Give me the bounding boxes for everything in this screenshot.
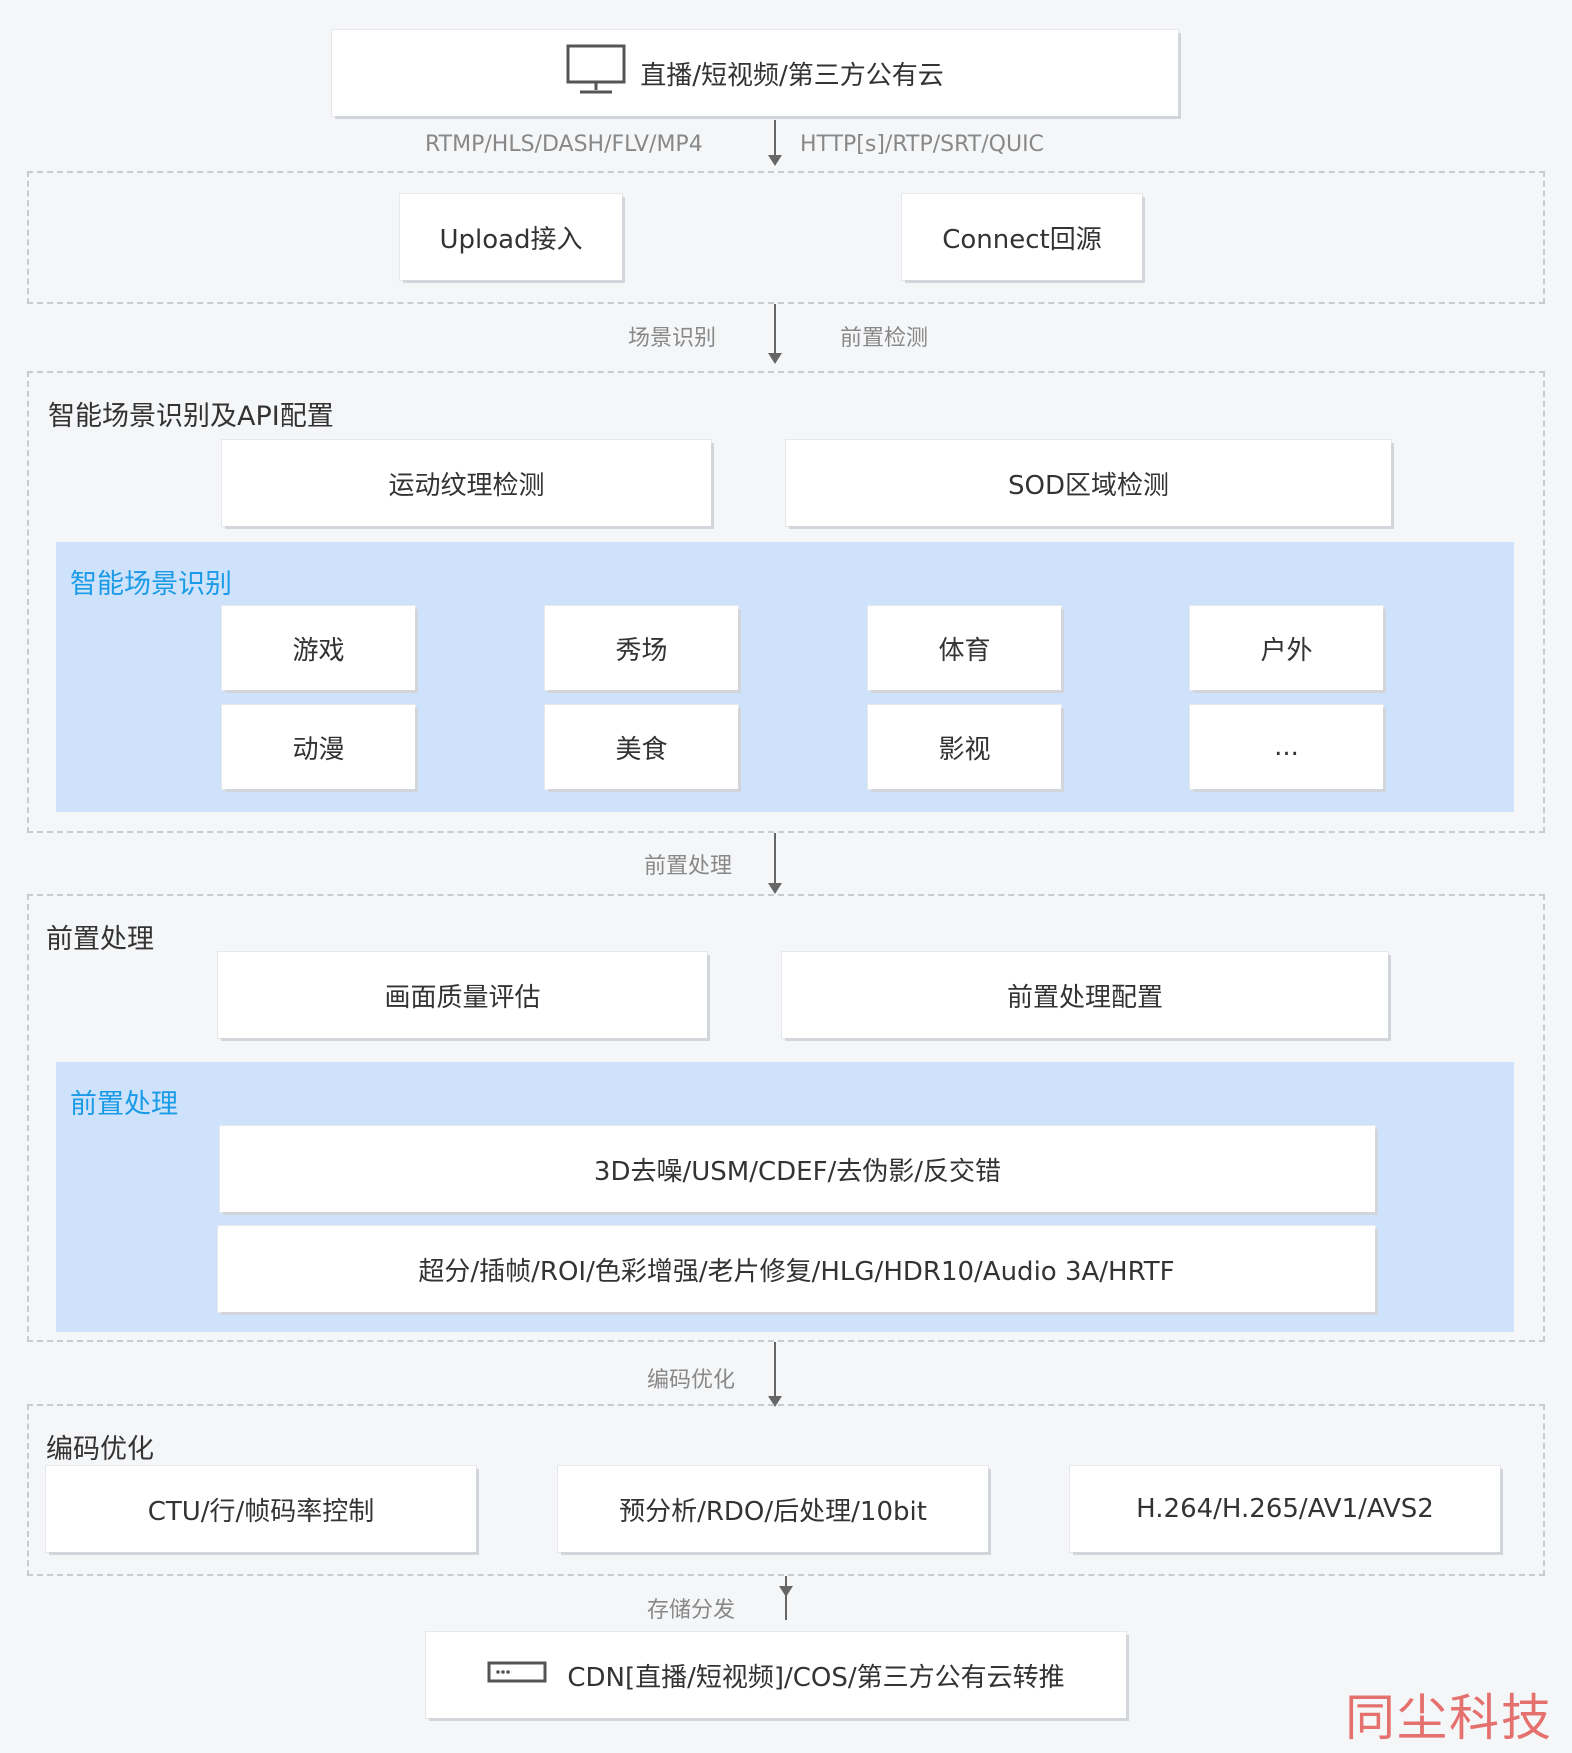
edge-storage-label: 存储分发 (647, 1598, 736, 1623)
source-label: 直播/短视频/第三方公有云 (640, 60, 944, 91)
arrow-scene-line (774, 304, 776, 358)
source-box: 直播/短视频/第三方公有云 (332, 30, 1178, 116)
arrow-cdn-head (779, 1586, 793, 1597)
pre-analysis-box: 预分析/RDO/后处理/10bit (558, 1466, 988, 1552)
arrow-protocols-head (768, 155, 782, 166)
pre-row-enhance: 超分/插帧/ROI/色彩增强/老片修复/HLG/HDR10/Audio 3A/H… (218, 1226, 1375, 1312)
pre-section-title: 前置处理 (46, 924, 154, 955)
ingest-section (27, 171, 1545, 304)
protocols-left-label: RTMP/HLS/DASH/FLV/MP4 (425, 132, 703, 157)
server-icon (487, 1660, 547, 1691)
pre-panel-title: 前置处理 (70, 1089, 178, 1120)
motion-texture-box: 运动纹理检测 (222, 440, 711, 526)
pre-config-box: 前置处理配置 (782, 952, 1388, 1038)
scene-more: ... (1190, 705, 1383, 789)
scene-outdoor: 户外 (1190, 606, 1383, 690)
sod-box: SOD区域检测 (786, 440, 1391, 526)
scene-show: 秀场 (545, 606, 738, 690)
scene-food: 美食 (545, 705, 738, 789)
watermark: 同尘科技 (1345, 1689, 1553, 1747)
arrow-encode-line (774, 1342, 776, 1401)
scene-anime: 动漫 (222, 705, 415, 789)
codec-box: H.264/H.265/AV1/AVS2 (1070, 1466, 1500, 1552)
output-label: CDN[直播/短视频]/COS/第三方公有云转推 (567, 1662, 1065, 1693)
arrow-cdn-line (785, 1576, 787, 1620)
scene-game: 游戏 (222, 606, 415, 690)
arrow-scene-head (768, 353, 782, 364)
pre-section (27, 894, 1545, 1342)
edge-encode-label: 编码优化 (647, 1368, 736, 1393)
arrow-protocols-line (774, 120, 776, 160)
pre-row-denoise: 3D去噪/USM/CDEF/去伪影/反交错 (220, 1126, 1375, 1212)
scene-section-title: 智能场景识别及API配置 (48, 401, 334, 432)
rate-control-box: CTU/行/帧码率控制 (46, 1466, 476, 1552)
encode-section-title: 编码优化 (46, 1434, 154, 1465)
arrow-encode-head (768, 1396, 782, 1407)
arrow-pre-head (768, 883, 782, 894)
upload-box: Upload接入 (400, 194, 622, 280)
quality-eval-box: 画面质量评估 (218, 952, 707, 1038)
scene-film: 影视 (868, 705, 1061, 789)
arrow-pre-line (774, 833, 776, 888)
output-box: CDN[直播/短视频]/COS/第三方公有云转推 (426, 1632, 1126, 1718)
protocols-right-label: HTTP[s]/RTP/SRT/QUIC (800, 132, 1044, 157)
monitor-icon (566, 44, 626, 103)
encode-section (27, 1404, 1545, 1576)
scene-panel-title: 智能场景识别 (70, 569, 232, 600)
edge-pre-label: 前置处理 (644, 854, 733, 879)
scene-section (27, 371, 1545, 833)
edge-detect-label: 前置检测 (840, 326, 929, 351)
scene-sports: 体育 (868, 606, 1061, 690)
edge-scene-label: 场景识别 (628, 326, 717, 351)
connect-box: Connect回源 (902, 194, 1142, 280)
